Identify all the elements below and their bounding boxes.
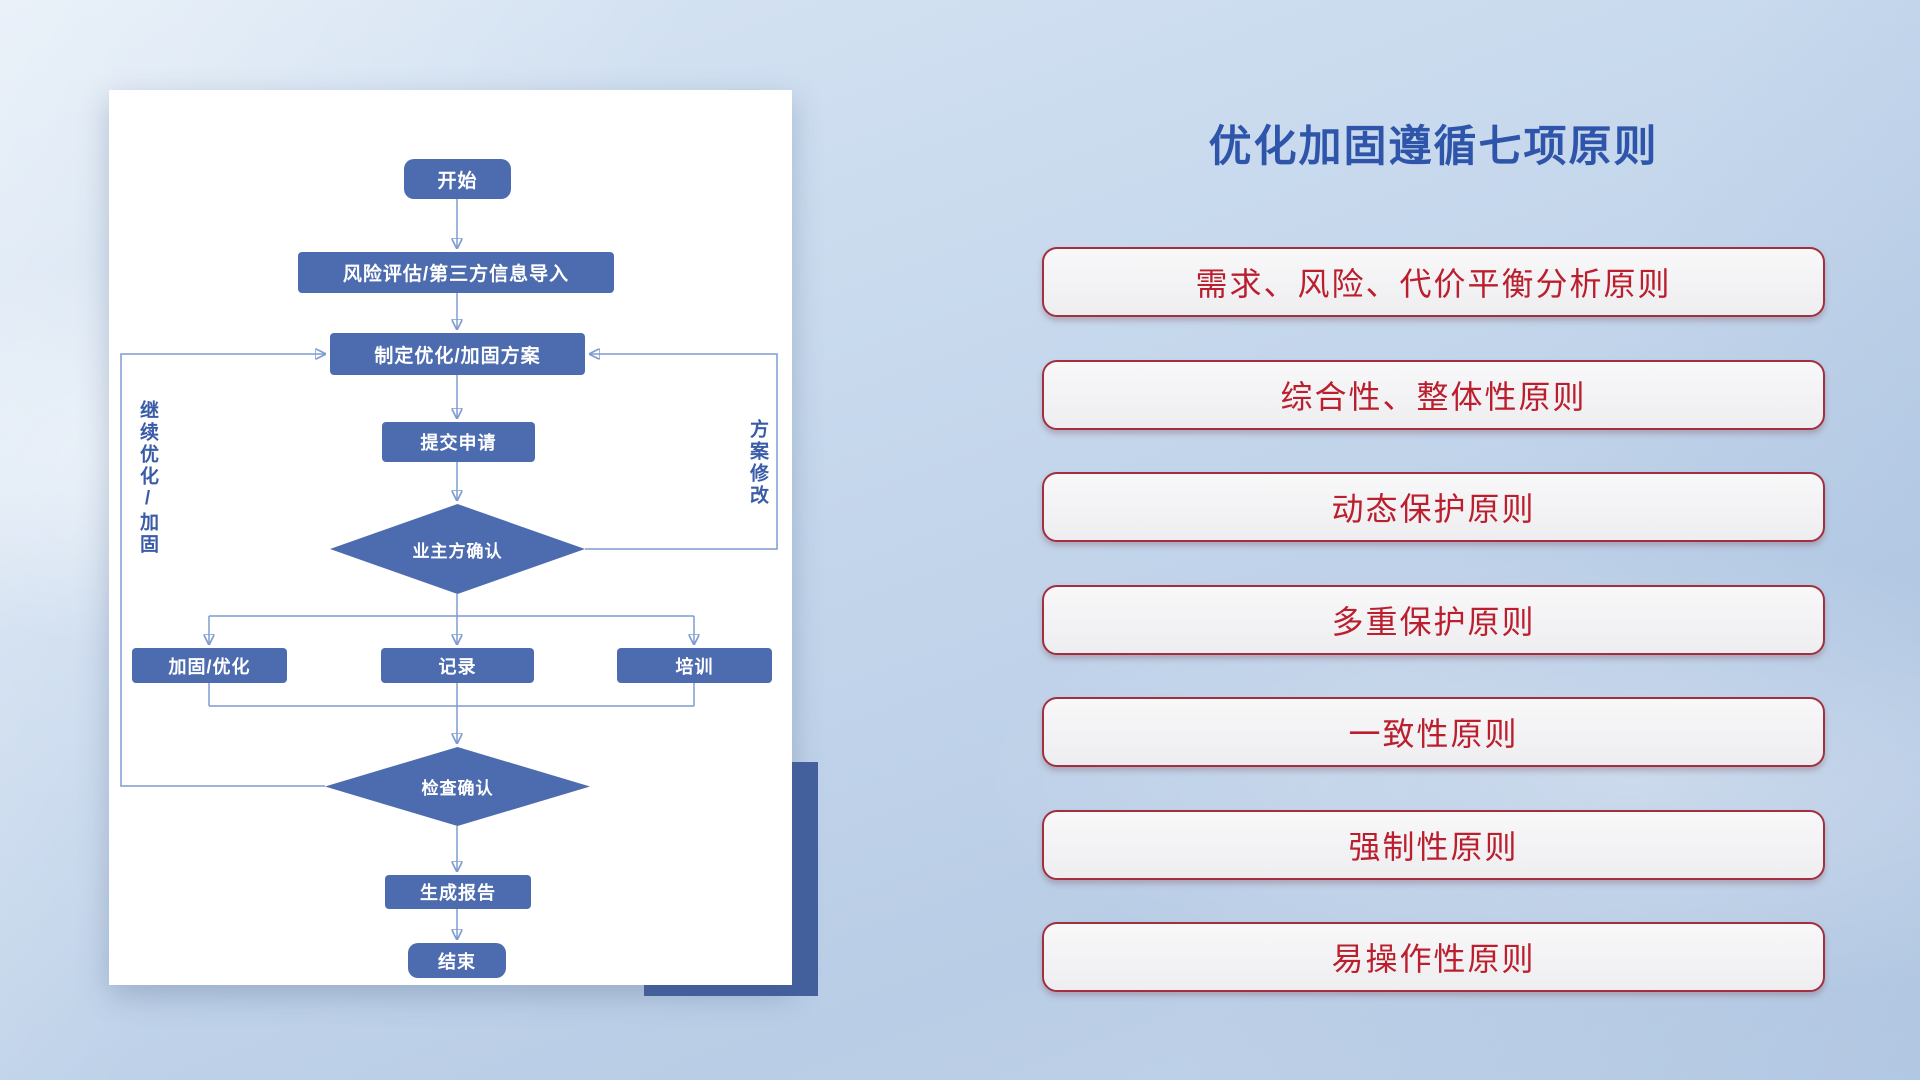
principle-card-4: 多重保护原则 bbox=[1042, 584, 1825, 655]
principle-label-7: 易操作性原则 bbox=[1331, 941, 1536, 977]
loop-label-plan-modify: 方案修改 bbox=[747, 419, 768, 507]
section-title: 优化加固遵循七项原则 bbox=[1208, 123, 1659, 171]
flow-node-end: 结束 bbox=[408, 943, 506, 978]
principle-card-5: 一致性原则 bbox=[1042, 697, 1825, 767]
loop-label-continue-optimize: 继续优化/加固 bbox=[137, 400, 158, 556]
principle-label-1: 需求、风险、代价平衡分析原则 bbox=[1195, 266, 1672, 302]
principle-label-2: 综合性、整体性原则 bbox=[1280, 378, 1587, 415]
principle-card-6: 强制性原则 bbox=[1042, 809, 1825, 880]
principle-card-1: 需求、风险、代价平衡分析原则 bbox=[1042, 247, 1825, 317]
flow-node-harden: 加固/优化 bbox=[132, 648, 287, 683]
principles-list: 需求、风险、代价平衡分析原则 综合性、整体性原则 动态保护原则 多重保护原则 一… bbox=[1042, 247, 1825, 992]
principle-card-3: 动态保护原则 bbox=[1042, 472, 1825, 542]
principle-card-2: 综合性、整体性原则 bbox=[1042, 359, 1825, 430]
flowchart-connectors bbox=[120, 199, 778, 985]
principle-label-5: 一致性原则 bbox=[1348, 716, 1519, 752]
flow-node-make-plan: 制定优化/加固方案 bbox=[330, 333, 585, 375]
flow-node-start: 开始 bbox=[404, 159, 511, 199]
flowchart-panel: 开始 风险评估/第三方信息导入 制定优化/加固方案 提交申请 业主方确认 加固/… bbox=[109, 90, 792, 985]
principle-card-7: 易操作性原则 bbox=[1042, 922, 1825, 992]
connector-lines bbox=[120, 199, 778, 939]
principle-label-4: 多重保护原则 bbox=[1331, 603, 1536, 640]
principle-label-3: 动态保护原则 bbox=[1331, 491, 1536, 527]
flow-node-submit: 提交申请 bbox=[382, 422, 535, 462]
flow-node-risk-import: 风险评估/第三方信息导入 bbox=[298, 252, 614, 293]
flow-node-training: 培训 bbox=[617, 648, 772, 683]
flow-node-report: 生成报告 bbox=[385, 875, 531, 909]
principle-label-6: 强制性原则 bbox=[1348, 828, 1519, 865]
flow-node-record: 记录 bbox=[381, 648, 534, 683]
